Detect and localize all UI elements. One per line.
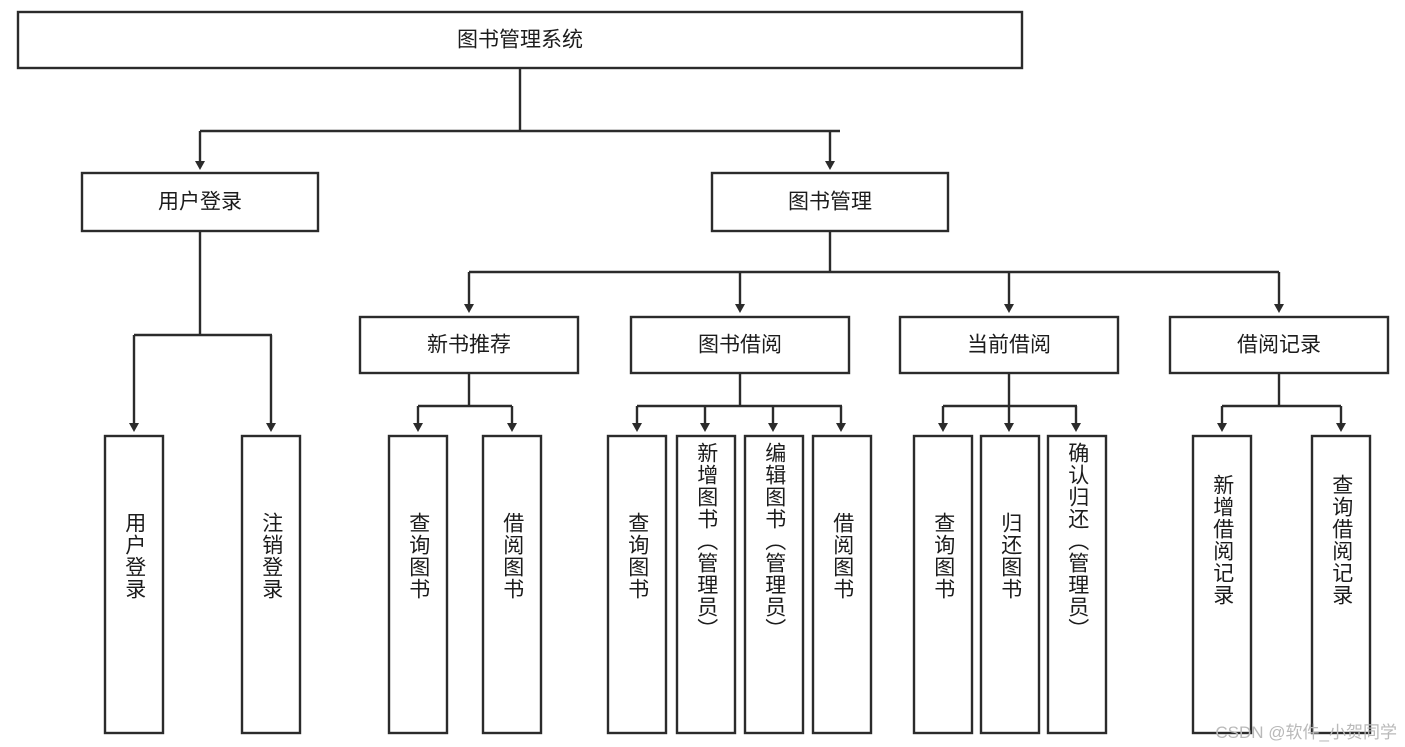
node-user-login[interactable]: 用户登录 [80,171,320,233]
node-book-borrow[interactable]: 图书借阅 [629,315,851,375]
node-new-book-recommend-box[interactable] [358,315,580,375]
node-current-borrow-label: 当前借阅 [967,334,1051,357]
edges-book-manage-to-level2 [464,231,1284,313]
node-new-book-recommend[interactable]: 新书推荐 [358,315,580,375]
leaf-boxes-new-book-recommend [387,434,543,735]
leaf-box-user-login-2[interactable] [240,434,302,735]
node-current-borrow[interactable]: 当前借阅 [898,315,1120,375]
leaf-boxes-current-borrow [912,434,1108,735]
node-borrow-record-label: 借阅记录 [1237,334,1321,357]
node-user-login-label: 用户登录 [158,191,242,214]
node-book-borrow-box[interactable] [629,315,851,375]
leaf-box-current-borrow-3[interactable] [1046,434,1108,735]
edges-root-to-level1 [195,68,840,170]
node-borrow-record[interactable]: 借阅记录 [1168,315,1390,375]
node-borrow-record-box[interactable] [1168,315,1390,375]
node-book-manage-label: 图书管理 [788,191,872,214]
leaf-box-borrow-record-1[interactable] [1191,434,1253,735]
node-book-manage[interactable]: 图书管理 [710,171,950,233]
leaf-boxes-book-borrow [606,434,873,735]
leaf-box-current-borrow-1[interactable] [912,434,974,735]
leaf-boxes-borrow-record [1191,434,1372,735]
leaf-boxes-user-login [103,434,302,735]
node-user-login-box[interactable] [80,171,320,233]
edges-borrow-record-to-leaves [1217,373,1346,432]
leaf-box-current-borrow-2[interactable] [979,434,1041,735]
leaf-box-borrow-record-2[interactable] [1310,434,1372,735]
node-current-borrow-box[interactable] [898,315,1120,375]
leaf-box-new-book-1[interactable] [387,434,449,735]
node-book-borrow-label: 图书借阅 [698,334,782,357]
leaf-box-new-book-2[interactable] [481,434,543,735]
node-root-box[interactable] [16,10,1024,70]
edges-current-borrow-to-leaves [938,373,1081,432]
leaf-box-book-borrow-3[interactable] [743,434,805,735]
node-new-book-recommend-label: 新书推荐 [427,334,511,357]
leaf-box-book-borrow-1[interactable] [606,434,668,735]
leaf-box-book-borrow-4[interactable] [811,434,873,735]
node-book-manage-box[interactable] [710,171,950,233]
node-root[interactable]: 图书管理系统 [16,10,1024,70]
leaf-box-user-login-1[interactable] [103,434,165,735]
edges-new-book-to-leaves [413,373,517,432]
node-root-label: 图书管理系统 [457,29,583,52]
edges-user-login-to-leaves [129,231,276,432]
edges-book-borrow-to-leaves [632,373,846,432]
leaf-box-book-borrow-2[interactable] [675,434,737,735]
